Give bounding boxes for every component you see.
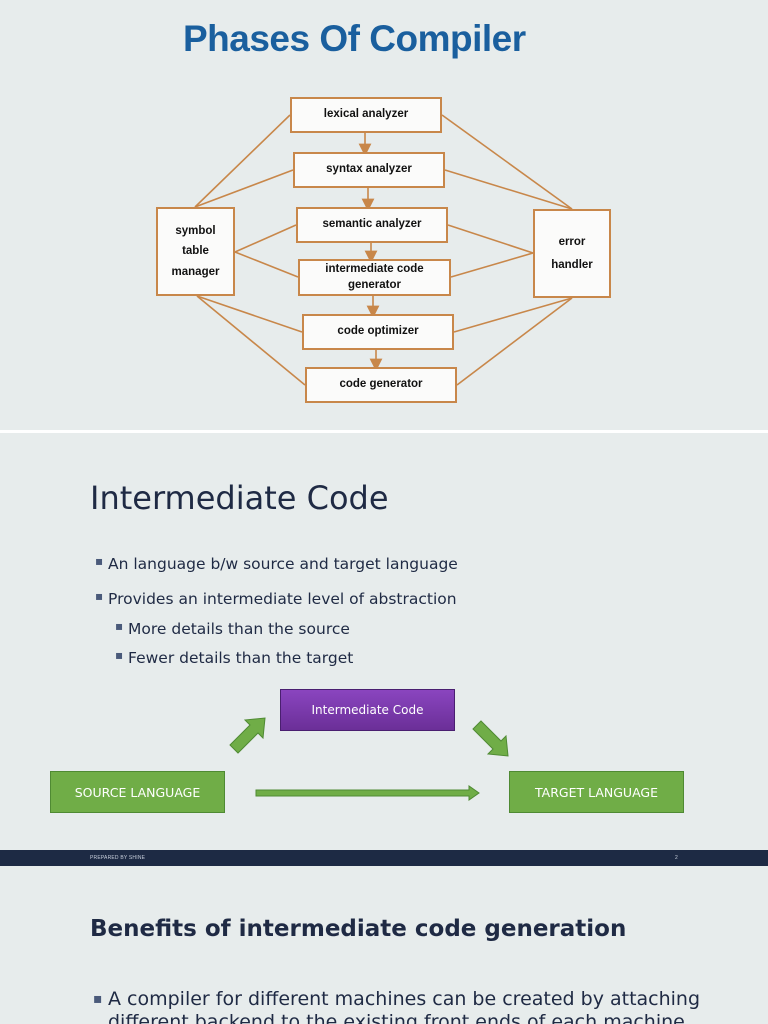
slide-separator — [0, 430, 768, 433]
source-language-box: SOURCE LANGUAGE — [50, 771, 225, 813]
slide-title: Phases Of Compiler — [183, 18, 526, 59]
bullet-item: ▪ Provides an intermediate level of abst… — [95, 589, 457, 608]
bullet-item: ▪ An language b/w source and target lang… — [95, 554, 458, 573]
phase-code-optimizer: code optimizer — [302, 314, 454, 350]
slide-footer: PREPARED BY SHINE 2 — [0, 850, 768, 866]
arrow-up-right-icon — [229, 717, 266, 754]
bullet-text: More details than the source — [128, 620, 350, 638]
slide-title: Benefits of intermediate code generation — [90, 916, 627, 942]
footer-page-number: 2 — [675, 855, 678, 861]
flow-arrows — [229, 717, 509, 801]
symbol-table-line-1: symbol — [175, 225, 216, 238]
error-handler-line-1: error — [558, 235, 586, 248]
slide-benefits: Benefits of intermediate code generation… — [0, 866, 768, 1024]
bullet-text: Provides an intermediate level of abstra… — [108, 590, 457, 608]
slide-intermediate-code: Intermediate Code ▪ An language b/w sour… — [0, 433, 768, 850]
phase-connectors — [194, 114, 573, 386]
symbol-table-line-3: manager — [171, 265, 220, 278]
sub-bullet-item: ▪ Fewer details than the target — [115, 648, 354, 667]
phase-semantic-analyzer: semantic analyzer — [296, 207, 448, 243]
bullet-text: Fewer details than the target — [128, 649, 354, 667]
bullet-icon: ▪ — [95, 554, 104, 568]
phase-code-generator: code generator — [305, 367, 457, 403]
arrow-right-icon — [255, 785, 480, 801]
slide-title: Intermediate Code — [90, 479, 389, 517]
error-handler-box: error handler — [533, 209, 611, 298]
bullet-text: An language b/w source and target langua… — [108, 555, 458, 573]
intermediate-code-box: Intermediate Code — [280, 689, 455, 731]
error-handler-line-2: handler — [551, 258, 593, 271]
bullet-text-line-1: A compiler for different machines can be… — [108, 988, 701, 1010]
symbol-table-line-2: table — [182, 245, 209, 258]
phase-syntax-analyzer: syntax analyzer — [293, 152, 445, 188]
sub-bullet-item: ▪ More details than the source — [115, 619, 350, 638]
bullet-item: ▪ A compiler for different machines can … — [93, 988, 701, 1024]
bullet-icon: ▪ — [115, 619, 124, 633]
bullet-text-line-2: different backend to the existing front … — [108, 1011, 685, 1024]
phase-lexical-analyzer: lexical analyzer — [290, 97, 442, 133]
phase-intermediate-code-generator: intermediate code generator — [298, 259, 451, 296]
bullet-icon: ▪ — [115, 648, 124, 662]
arrow-down-right-icon — [472, 720, 509, 757]
bullet-icon: ▪ — [93, 991, 103, 1007]
bullet-icon: ▪ — [95, 589, 104, 603]
footer-author: PREPARED BY SHINE — [90, 855, 146, 861]
slide-phases-of-compiler: Phases Of Compiler — [0, 0, 768, 430]
symbol-table-manager-box: symbol table manager — [156, 207, 235, 296]
target-language-box: TARGET LANGUAGE — [509, 771, 684, 813]
